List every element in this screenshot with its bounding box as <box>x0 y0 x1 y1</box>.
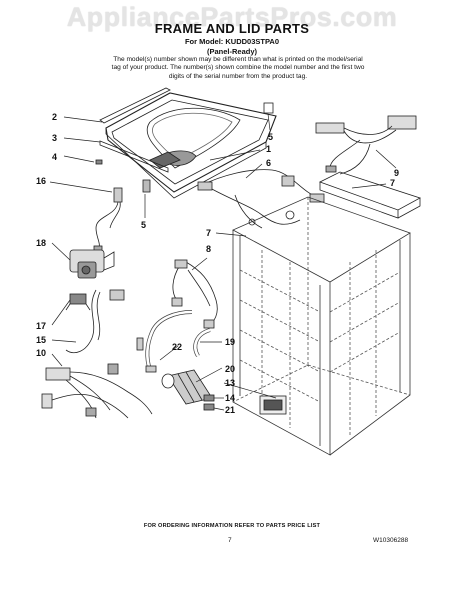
fill-valve-18 <box>69 249 115 279</box>
watermark: AppliancePartsPros.com <box>66 2 398 32</box>
callout-22: 22 <box>172 342 182 352</box>
side-rail <box>99 87 171 124</box>
frame-top-rail <box>318 171 422 219</box>
callout-17: 17 <box>36 321 46 331</box>
bracket-upper <box>263 102 274 114</box>
callout-8: 8 <box>206 244 211 254</box>
footer-note: FOR ORDERING INFORMATION REFER TO PARTS … <box>143 523 321 529</box>
part-13-inner <box>263 399 283 411</box>
wire-harness-8 <box>171 259 218 329</box>
frame-box <box>232 196 411 456</box>
document-number: W10306288 <box>373 537 409 544</box>
small-clip <box>95 159 103 165</box>
callout-9: 9 <box>394 168 399 178</box>
callout-labels: 2 3 4 16 18 17 15 10 5 1 6 9 7 7 8 22 19… <box>36 112 399 415</box>
callout-3: 3 <box>52 133 57 143</box>
callout-20: 20 <box>225 364 235 374</box>
callout-5-lower: 5 <box>141 220 146 230</box>
callout-19: 19 <box>225 337 235 347</box>
bottom-strip <box>99 140 169 173</box>
page-number: 7 <box>228 537 232 544</box>
variant-line: (Panel-Ready) <box>206 47 257 56</box>
callout-13: 13 <box>225 378 235 388</box>
clip-21 <box>203 403 215 411</box>
drain-hose-22 <box>136 310 193 373</box>
hose-15 <box>65 289 125 354</box>
wire-harness-16 <box>93 187 123 255</box>
callout-7-upper: 7 <box>390 178 395 188</box>
clip-14 <box>203 394 215 402</box>
callout-18: 18 <box>36 238 46 248</box>
bracket-lower <box>142 179 151 193</box>
callout-4: 4 <box>52 152 57 162</box>
callout-15: 15 <box>36 335 46 345</box>
callout-21: 21 <box>225 405 235 415</box>
model-note: The model(s) number shown may be differe… <box>111 56 365 80</box>
wire-harness-6 <box>197 169 325 229</box>
callout-10: 10 <box>36 348 46 358</box>
callout-6: 6 <box>266 158 271 168</box>
callout-7-frame: 7 <box>206 228 211 238</box>
wire-harness-10 <box>41 363 153 419</box>
callout-16: 16 <box>36 176 46 186</box>
callout-5-upper: 5 <box>268 132 273 142</box>
hose-19 <box>193 328 211 358</box>
switch-17 <box>65 293 91 311</box>
callout-2: 2 <box>52 112 57 122</box>
callout-14: 14 <box>225 393 235 403</box>
lid-assembly <box>105 92 277 199</box>
model-line: For Model: KUDD03STPA0 <box>184 37 280 46</box>
wire-harness-9 <box>315 115 417 175</box>
page-title: FRAME AND LID PARTS <box>154 21 310 36</box>
leader-lines <box>49 113 397 411</box>
callout-1: 1 <box>266 144 271 154</box>
